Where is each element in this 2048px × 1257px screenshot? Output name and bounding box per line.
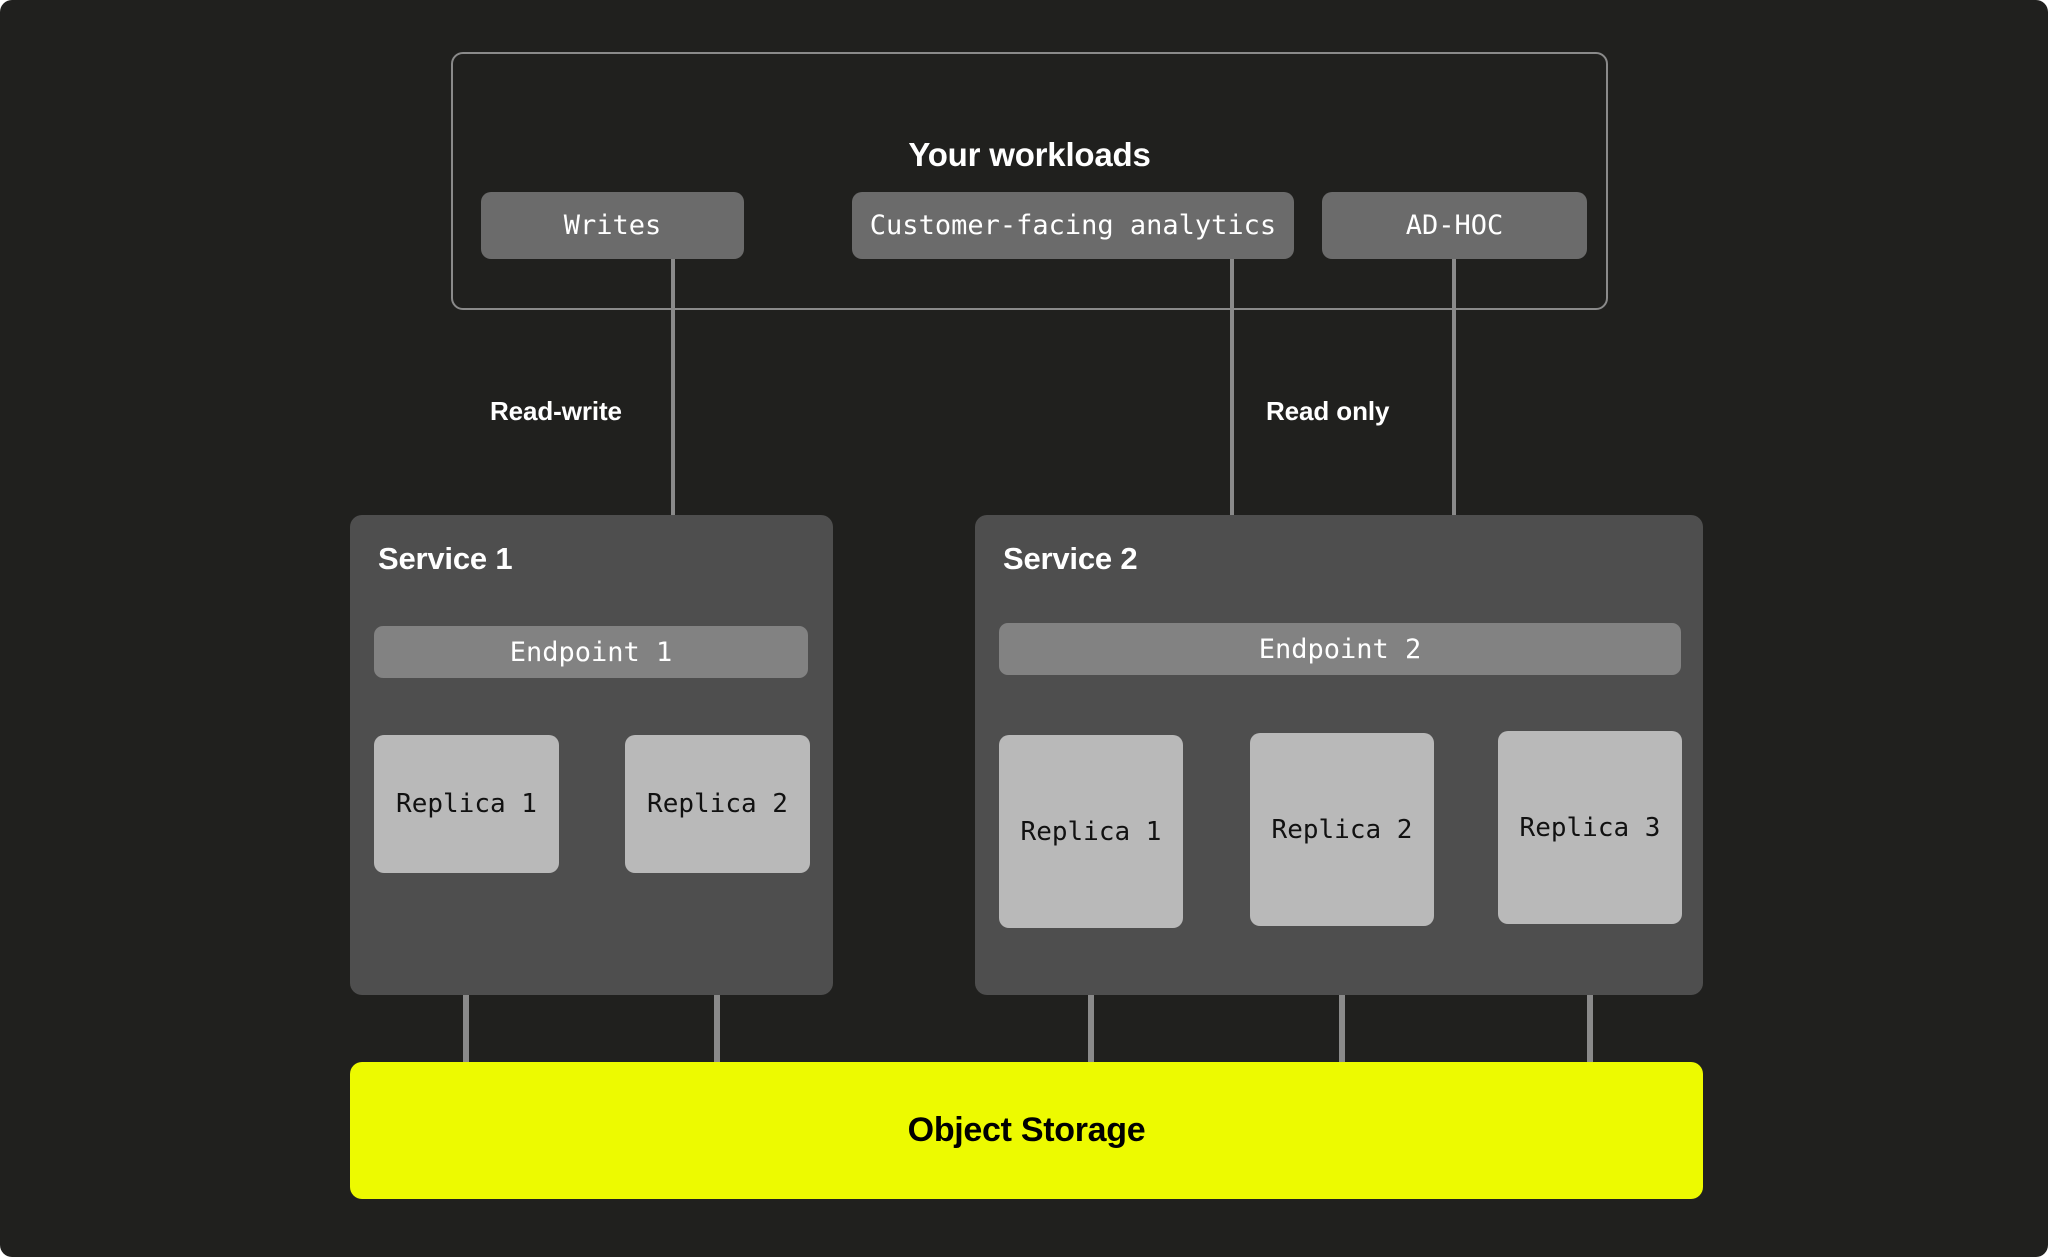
service-panel-1: Service 1 Endpoint 1 Replica 1 Replica 2 [350, 515, 833, 995]
service-1-title: Service 1 [378, 541, 513, 576]
workload-chip-ad-hoc[interactable]: AD-HOC [1322, 192, 1587, 259]
service-1-replica-2[interactable]: Replica 2 [625, 735, 810, 873]
service-2-replica-3[interactable]: Replica 3 [1498, 731, 1682, 924]
service-panel-2: Service 2 Endpoint 2 Replica 1 Replica 2… [975, 515, 1703, 995]
workload-chip-writes[interactable]: Writes [481, 192, 744, 259]
service-2-replica-2[interactable]: Replica 2 [1250, 733, 1434, 926]
workloads-frame: Your workloads [451, 52, 1608, 310]
object-storage-bar[interactable]: Object Storage [350, 1062, 1703, 1199]
service-2-title: Service 2 [1003, 541, 1138, 576]
edge-label-read-only: Read only [1266, 396, 1390, 426]
workload-chip-customer-facing-analytics[interactable]: Customer-facing analytics [852, 192, 1294, 259]
service-2-endpoint[interactable]: Endpoint 2 [999, 623, 1681, 675]
workloads-title: Your workloads [908, 136, 1151, 173]
service-1-replica-1[interactable]: Replica 1 [374, 735, 559, 873]
service-2-replica-1[interactable]: Replica 1 [999, 735, 1183, 928]
edge-label-read-write: Read-write [490, 396, 622, 426]
service-1-endpoint[interactable]: Endpoint 1 [374, 626, 808, 678]
